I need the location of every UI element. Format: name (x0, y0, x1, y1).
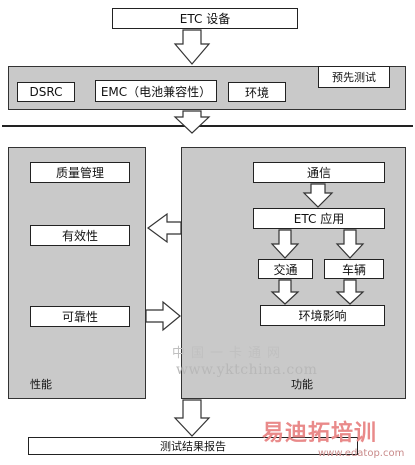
watermark-cn: 中国一卡通网 (172, 346, 287, 361)
arrow-down-6 (270, 279, 300, 305)
arrow-right-1 (145, 300, 181, 332)
arrow-down-2 (173, 110, 211, 134)
performance-panel (8, 147, 146, 399)
emc-box: EMC（电池兼容性） (95, 80, 217, 102)
arrow-down-1 (173, 29, 211, 65)
quality-management-box: 质量管理 (30, 162, 130, 183)
traffic-box: 交通 (258, 259, 313, 279)
vehicle-box: 车辆 (324, 259, 384, 279)
watermark-logo: 易迪拓培训 (262, 421, 378, 446)
watermark-url: www.edatop.com (318, 448, 405, 459)
validity-box: 有效性 (30, 225, 130, 246)
arrow-down-5 (335, 229, 365, 259)
performance-label: 性能 (30, 378, 52, 391)
function-label: 功能 (291, 378, 313, 391)
etc-device-box: ETC 设备 (112, 8, 298, 29)
communication-box: 通信 (253, 162, 385, 183)
arrow-left-1 (146, 212, 182, 244)
section-divider (2, 125, 413, 127)
arrow-down-3 (302, 183, 334, 208)
environmental-impact-box: 环境影响 (260, 305, 385, 326)
environment-box: 环境 (228, 82, 286, 102)
reliability-box: 可靠性 (30, 306, 130, 327)
arrow-down-7 (335, 279, 365, 305)
dsrc-box: DSRC (17, 82, 75, 102)
watermark-site: www.yktchina.com (176, 362, 318, 378)
arrow-down-8 (173, 399, 211, 437)
etc-application-box: ETC 应用 (253, 208, 385, 229)
arrow-down-4 (270, 229, 300, 259)
report-box: 测试结果报告 (28, 437, 358, 455)
pretest-label: 预先测试 (318, 66, 390, 88)
